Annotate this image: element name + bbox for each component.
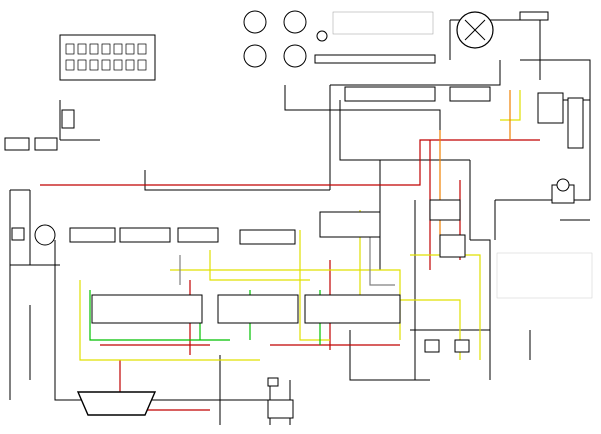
fuse-box: [59, 34, 156, 81]
instrument-connector: [314, 54, 436, 64]
bottom-connectors: [267, 339, 470, 419]
gray-wires: [179, 220, 395, 286]
fan-motor: [456, 11, 494, 49]
left-modules: [4, 109, 75, 246]
gauge-cluster: [243, 10, 328, 68]
instrument-legend: [332, 11, 434, 35]
diagnostic-connector: [76, 391, 157, 416]
right-module: [537, 92, 584, 204]
black-wires: [9, 19, 591, 425]
relay-blocks: [69, 199, 466, 258]
orange-wires: [439, 90, 511, 240]
top-right-connector: [519, 11, 549, 21]
ecu-blocks: [91, 294, 401, 324]
legend-block: [496, 252, 593, 299]
middle-connector-row: [344, 86, 491, 102]
red-wires: [40, 139, 540, 411]
